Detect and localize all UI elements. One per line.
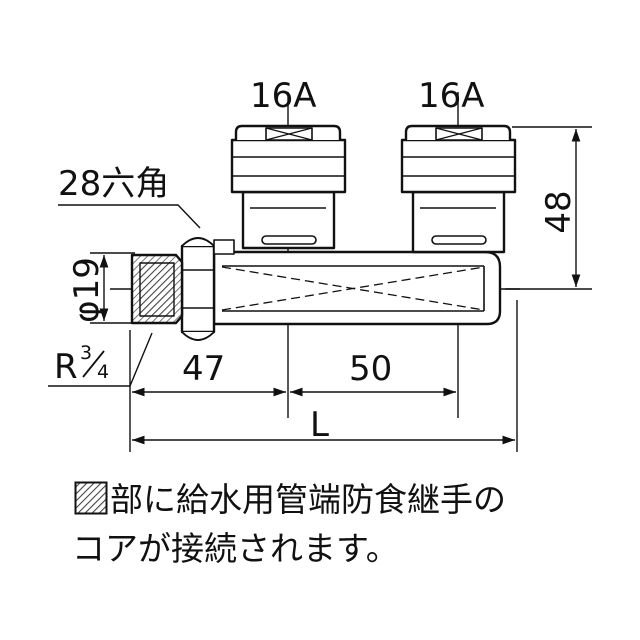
dimension-lines [99, 129, 581, 445]
dim-50-label: 50 [349, 349, 392, 389]
note-line-1: 部に給水用管端防食継手の [74, 473, 506, 521]
note-text-1: 部に給水用管端防食継手の [110, 480, 506, 519]
hatched-swatch-icon [74, 481, 108, 515]
leader-lines [48, 204, 201, 387]
extension-lines [90, 126, 592, 452]
dim-47-label: 47 [182, 349, 225, 389]
note-text-2: コアが接続されます。 [72, 529, 399, 568]
thread-label: R [54, 347, 78, 387]
thread-fraction: 3 4 [80, 342, 109, 383]
diameter-label: φ19 [67, 257, 107, 323]
hex-label: 28六角 [58, 164, 169, 204]
fitting-body [130, 124, 517, 341]
thread-fraction-num: 3 [80, 342, 92, 364]
port-right-label: 16A [418, 76, 485, 116]
port-left-label: 16A [250, 76, 317, 116]
height-label: 48 [539, 190, 579, 233]
dim-L-label: L [310, 405, 329, 445]
thread-fraction-den: 4 [97, 361, 109, 383]
note-line-2: コアが接続されます。 [72, 522, 399, 570]
